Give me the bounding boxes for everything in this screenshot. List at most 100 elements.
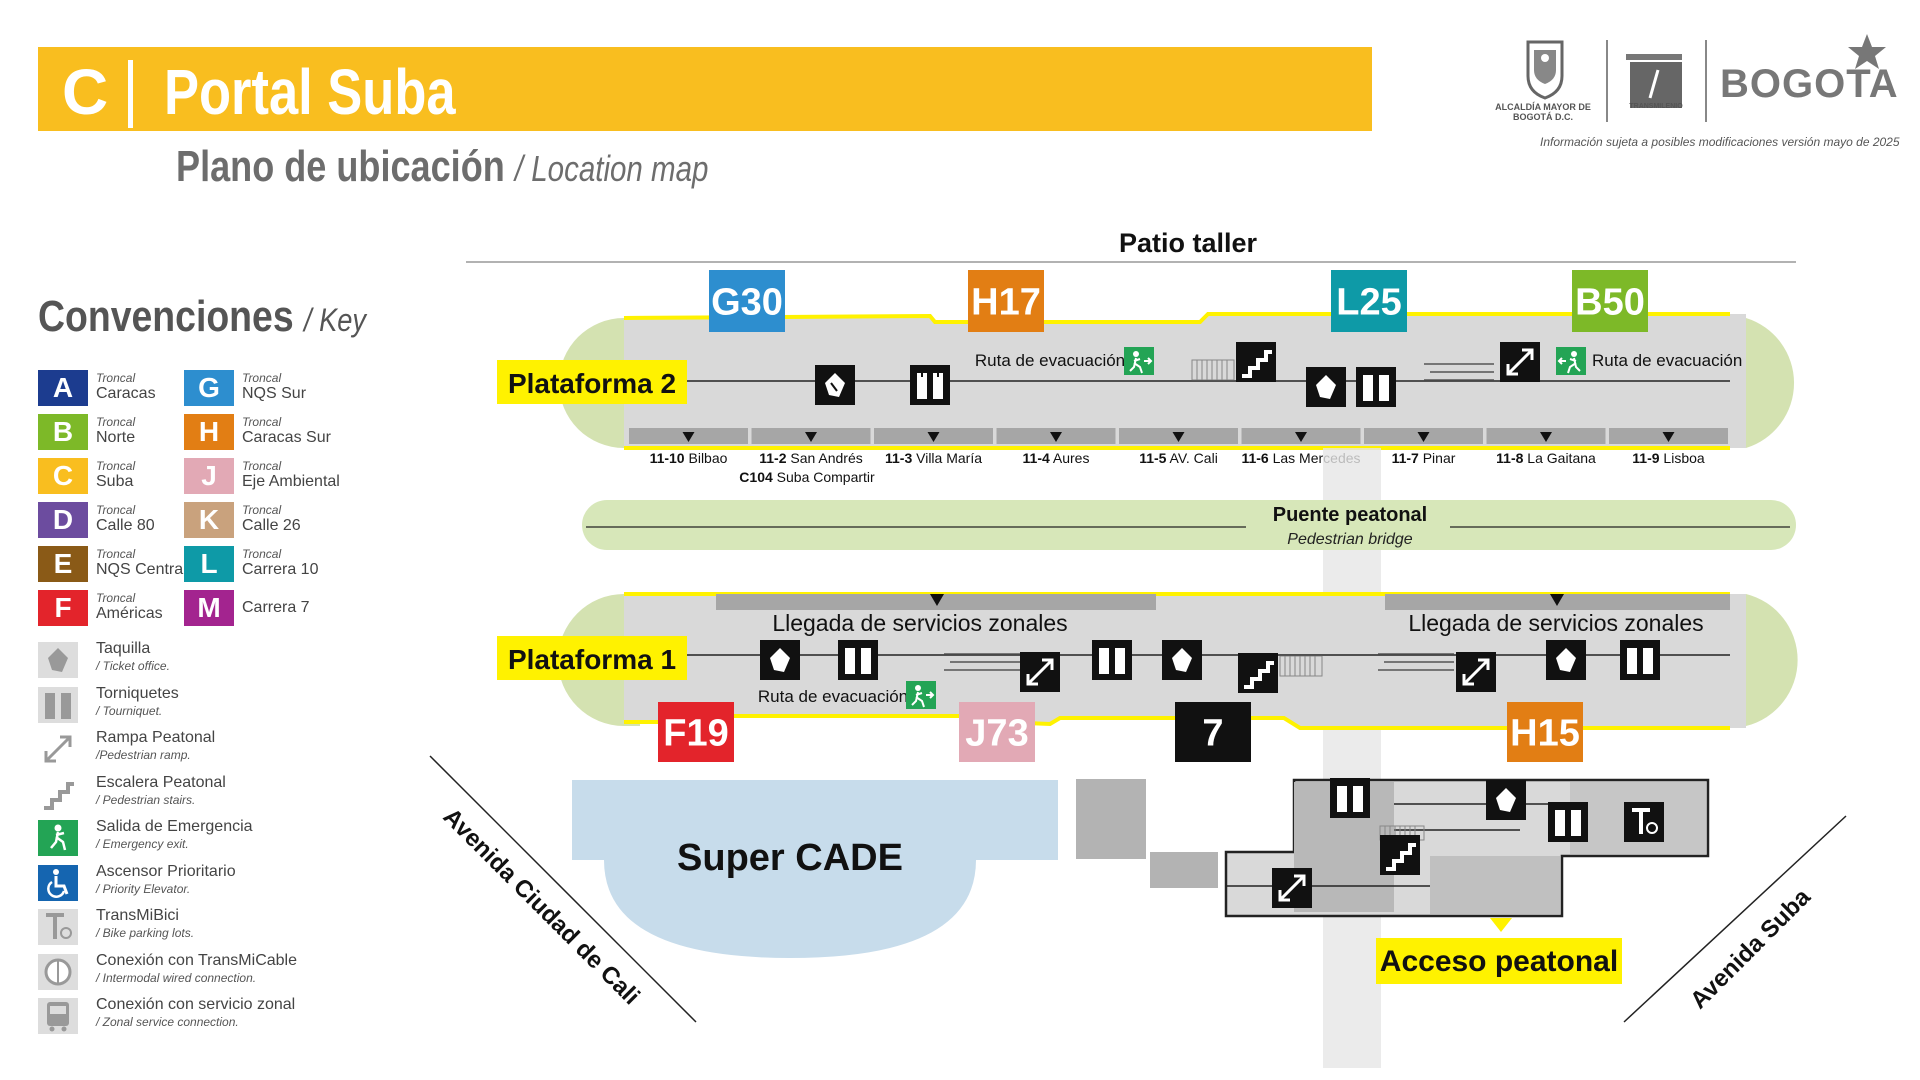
key-item-label: Ascensor Prioritario	[96, 862, 236, 880]
troncal-small-label: Troncal	[242, 547, 282, 561]
bridge-label-en: Pedestrian bridge	[1287, 531, 1413, 548]
super-cade-label: Super CADE	[677, 837, 903, 879]
key-item-sublabel: / Ticket office.	[96, 659, 170, 673]
turnstile-icon	[1548, 802, 1588, 842]
door-number: 11-2	[759, 450, 786, 466]
alcaldia-shield-logo	[1526, 40, 1564, 100]
emergency-exit-icon	[1124, 347, 1154, 375]
zonal-arrivals-label: Llegada de servicios zonales	[1408, 610, 1703, 636]
door-marker	[1662, 432, 1675, 442]
building-block	[1076, 779, 1146, 859]
route-code: L25	[1336, 282, 1401, 324]
platform-2-right-end	[1730, 318, 1795, 448]
door-marker	[1172, 432, 1185, 442]
troncal-name: Calle 26	[242, 517, 301, 534]
emergency-exit-icon	[906, 681, 936, 709]
troncal-badge: C	[38, 458, 88, 494]
route-badge-g30	[709, 270, 785, 332]
ramp-icon	[1500, 342, 1540, 382]
ticket-office-icon	[760, 640, 800, 680]
stairs-icon	[1380, 835, 1420, 875]
transmilenio-logo	[1626, 54, 1682, 108]
route-badge-j73	[959, 702, 1035, 762]
door-number: C104	[739, 469, 773, 485]
troncal-small-label: Troncal	[96, 547, 136, 561]
troncal-badge: G	[184, 370, 234, 406]
platform-2	[559, 312, 1795, 450]
troncal-name: Caracas	[96, 385, 156, 402]
key-item-sublabel: / Pedestrian stairs.	[96, 792, 196, 807]
troncal-small-label: Troncal	[96, 459, 136, 473]
troncal-name: Suba	[96, 473, 134, 490]
key-item-label: Conexión con servicio zonal	[96, 996, 296, 1013]
key-item-turnstile: Torniquetes/ Tourniquet.	[38, 685, 298, 725]
key-title-es: Convenciones	[38, 292, 294, 341]
title-bar	[38, 47, 1372, 131]
avenida-ciudad-de-cali-line	[429, 755, 697, 1023]
transmilenio-logo-text: TRANSMILENIO	[1629, 103, 1683, 110]
route-badge-l25	[1331, 270, 1407, 332]
troncal-badge: M	[184, 590, 234, 626]
troncal-small-label: Troncal	[96, 591, 136, 605]
door-label: 11-8 La Gaitana	[1496, 450, 1596, 466]
door-marker	[1295, 432, 1307, 442]
avenida-suba-label: Avenida Suba	[1685, 883, 1816, 1014]
alcaldia-logo-text: ALCALDÍA MAYOR DE BOGOTÁ D.C.	[1495, 102, 1591, 122]
avenida-suba-line	[1623, 815, 1847, 1023]
turnstile-icon	[838, 640, 878, 680]
troncal-small-label: Troncal	[242, 371, 282, 385]
zonal-arrivals-label: Llegada de servicios zonales	[772, 610, 1067, 636]
platform-2-doors	[629, 428, 1728, 444]
key-item-bike-parking: TransMiBici/ Bike parking lots.	[38, 907, 298, 947]
access-pointer	[1490, 918, 1512, 932]
ramp-lines	[1378, 653, 1454, 671]
door-number: 11-7	[1392, 450, 1419, 466]
stairs-icon	[1236, 342, 1276, 382]
bike-parking-icon	[1624, 802, 1664, 842]
ticket-office-icon	[38, 642, 78, 678]
door-label: 11-2 San Andrés	[759, 450, 863, 466]
ramp-icon	[1272, 868, 1312, 908]
super-cade-dome	[604, 860, 976, 958]
troncal-badge: D	[38, 502, 88, 538]
ticket-office-icon	[1486, 780, 1526, 820]
key-item-cable-connection: Conexión con TransMiCable/ Intermodal wi…	[38, 952, 298, 992]
troncal-badge: B	[38, 414, 88, 450]
door-number: 11-3	[885, 450, 912, 466]
troncal-badge: H	[184, 414, 234, 450]
ticket-office-icon	[1162, 640, 1202, 680]
door-number: 11-4	[1023, 450, 1050, 466]
ramp-lines	[1424, 363, 1494, 381]
ticket-office-icon	[815, 365, 855, 405]
troncal-badge: L	[184, 546, 234, 582]
door-label: 11-10 Bilbao	[650, 450, 728, 466]
platform-1-label: Plataforma 1	[508, 644, 676, 675]
route-code: G30	[711, 282, 783, 324]
platform-2-label-bg	[497, 360, 687, 404]
door-label: 11-3 Villa María	[885, 450, 982, 466]
stairs-hatching	[1279, 655, 1323, 677]
ticket-office-icon	[1546, 640, 1586, 680]
key-title-en: / Key	[304, 302, 367, 338]
pedestrian-bridge: Puente peatonal Pedestrian bridge	[582, 500, 1796, 550]
door-marker	[1050, 432, 1062, 442]
subtitle-en: / Location map	[514, 148, 709, 189]
disclaimer: Información sujeta a posibles modificaci…	[1540, 135, 1900, 149]
key-item-sublabel: / Priority Elevator.	[96, 881, 191, 896]
zonal-bay-marker	[1550, 594, 1564, 606]
troncal-badge: J	[184, 458, 234, 494]
ramp-icon	[1456, 652, 1496, 692]
key-item-label: TransMiBici	[96, 907, 179, 924]
troncal-name: Carrera 10	[242, 561, 319, 578]
door-label: 11-5 AV. Cali	[1139, 450, 1218, 466]
key-item-priority-elevator: Ascensor Prioritario/ Priority Elevator.	[38, 863, 298, 903]
